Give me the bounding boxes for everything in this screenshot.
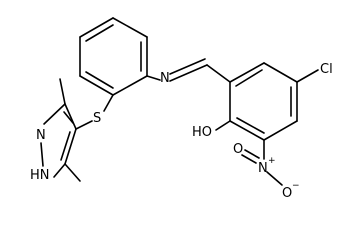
nitro-nitrogen-label: N xyxy=(258,161,268,176)
cl-bond xyxy=(296,69,319,83)
molecule-diagram: Cl HO N N + O O − S N HN xyxy=(30,17,333,201)
s-aryl-bond xyxy=(103,94,114,112)
nitro-oxygen-top-label: O xyxy=(233,142,243,157)
nitro-oxygen-right-label: O xyxy=(282,186,292,201)
pyrazole-ring xyxy=(40,103,77,178)
methyl-bottom-bond xyxy=(64,163,81,182)
benzene-ring xyxy=(79,17,148,96)
structure-canvas: Cl HO N N + O O − S N HN xyxy=(30,17,333,201)
sulfur-label: S xyxy=(93,111,101,126)
imine-double-bond-2 xyxy=(169,58,206,75)
nitro-minus-label: − xyxy=(292,181,300,191)
s-pyrazole-bond xyxy=(75,120,93,130)
imine-nitrogen-label: N xyxy=(160,71,170,86)
methyl-top-bond xyxy=(59,78,66,105)
n-aryl-bond xyxy=(146,75,161,81)
nitro-plus-label: + xyxy=(268,156,276,166)
chlorine-label: Cl xyxy=(320,62,333,77)
nitro-o-double-bond-2 xyxy=(241,154,257,164)
pyrazole-n-label: N xyxy=(36,128,46,143)
phenol-ring xyxy=(229,62,298,141)
oh-bond xyxy=(215,120,231,131)
imine-double-bond-1 xyxy=(169,64,208,82)
nitro-o-bond xyxy=(266,171,283,186)
hydroxyl-label: HO xyxy=(192,125,212,140)
nitro-o-double-bond-1 xyxy=(244,149,260,159)
pyrazole-nh-label: HN xyxy=(30,168,50,183)
ch-bond xyxy=(206,64,231,83)
